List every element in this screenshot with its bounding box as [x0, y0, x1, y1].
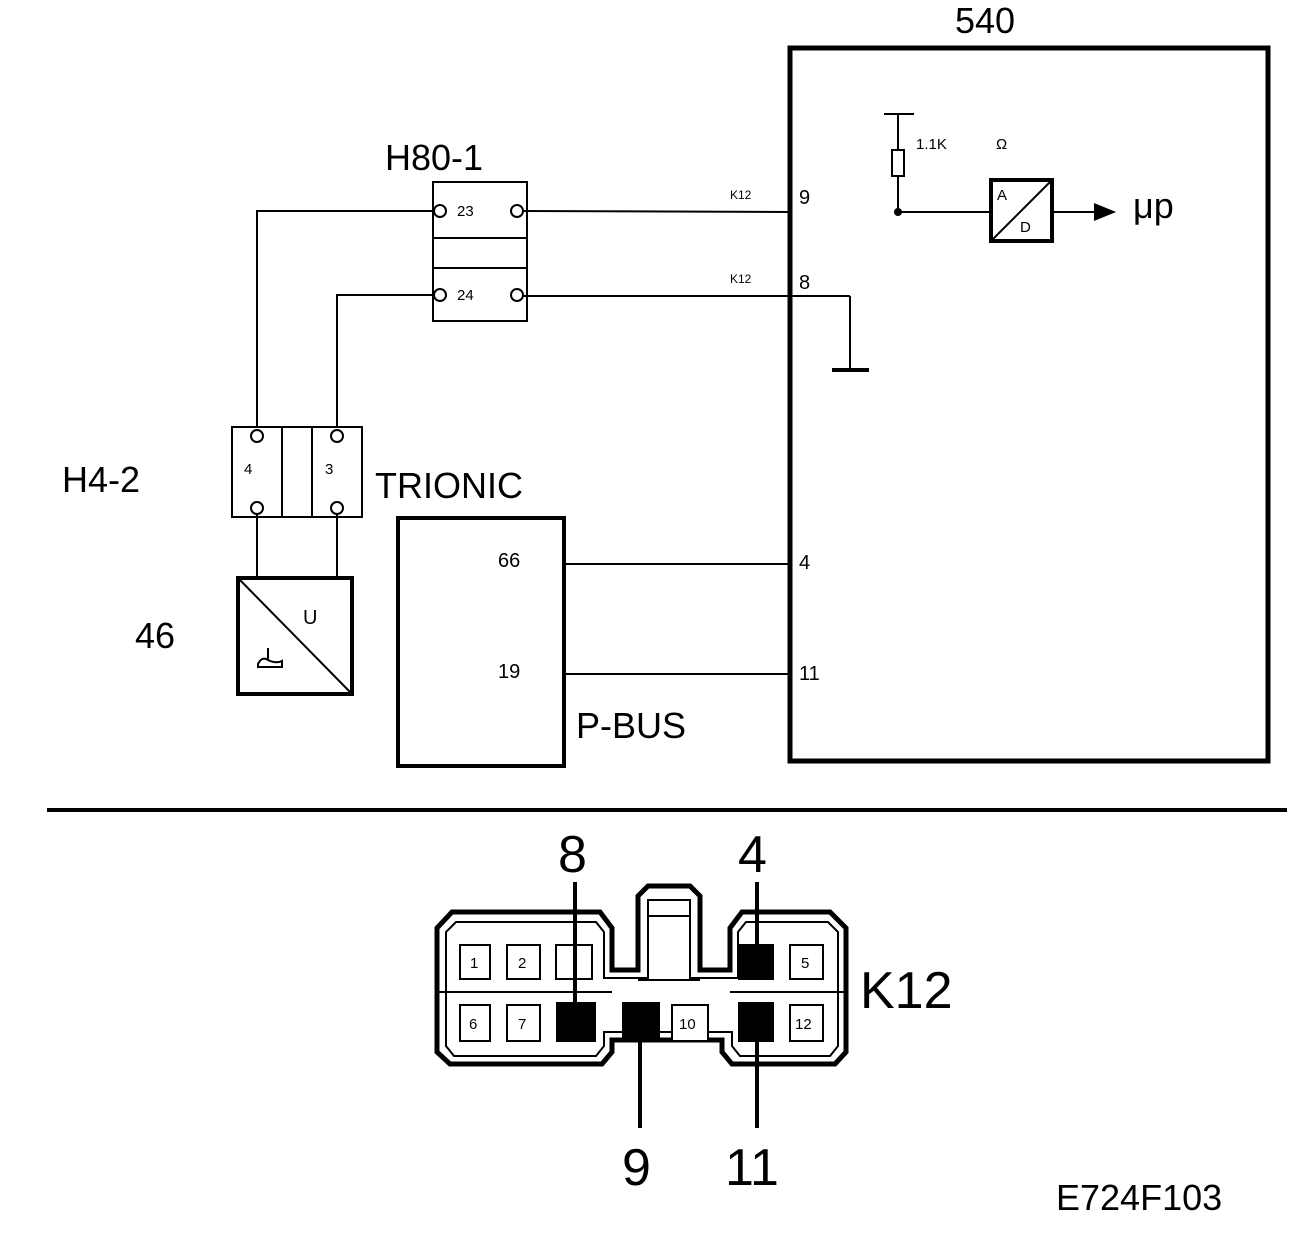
- k12-cavity-12-label: 12: [795, 1016, 812, 1033]
- trionic-ecu: [396, 516, 566, 768]
- h4-connector-label: H4-2: [62, 459, 140, 500]
- k12-cavity-4: [738, 944, 774, 980]
- wire-h80-23-ecu-9: [522, 210, 791, 213]
- k12-cavity-10-label: 10: [679, 1016, 696, 1033]
- h4-pin3-bottom: [330, 501, 344, 515]
- ecu-pin-9: 9: [799, 187, 810, 209]
- ohm-symbol: Ω: [996, 136, 1007, 153]
- h80-pin23-right: [510, 204, 524, 218]
- wire-label-k12-bottom: K12: [730, 272, 752, 286]
- h80-pin-24: 24: [457, 287, 474, 304]
- resistor-value: 1.1K: [916, 136, 947, 153]
- k12-cavity-5-label: 5: [801, 955, 809, 972]
- ecu-540-label: 540: [955, 0, 1015, 41]
- wire-h80-23-h4-4: [256, 210, 434, 430]
- callout-8: 8: [558, 826, 587, 884]
- k12-cavity-6: [459, 1004, 491, 1042]
- wire-h80-24-h4-3: [336, 294, 434, 430]
- h80-pin23-left: [433, 204, 447, 218]
- h4-pin4-top: [250, 429, 264, 443]
- h4-pin3-top: [330, 429, 344, 443]
- trionic-pin-66: 66: [498, 550, 520, 572]
- microprocessor-label: μp: [1133, 185, 1174, 226]
- h80-pin24-right: [510, 288, 524, 302]
- k12-cavity-7: [506, 1004, 541, 1042]
- sensor-46: [236, 576, 354, 696]
- k12-cavity-12: [789, 1004, 824, 1042]
- h80-pin-23: 23: [457, 203, 474, 220]
- adc-converter: [989, 178, 1054, 243]
- ecu-pin-8: 8: [799, 272, 810, 294]
- ecu-540-box: [787, 45, 1271, 764]
- adc-a-label: A: [997, 187, 1007, 204]
- k12-cavity-7-label: 7: [518, 1016, 526, 1033]
- k12-cavity-10: [671, 1004, 709, 1042]
- sensor-diagonal: [237, 577, 353, 695]
- k12-cavity-8: [556, 1002, 596, 1042]
- adc-diagonal: [990, 179, 1053, 242]
- signal-symbol-icon: [257, 648, 283, 668]
- wire-label-k12-top: K12: [730, 188, 752, 202]
- k12-cavity-11: [738, 1002, 774, 1042]
- resistor-1k1: [891, 149, 905, 177]
- h4-pin4-bottom: [250, 501, 264, 515]
- h80-pin24-left: [433, 288, 447, 302]
- adc-d-label: D: [1020, 219, 1031, 236]
- callout-4: 4: [738, 826, 767, 884]
- pbus-label: P-BUS: [576, 705, 686, 746]
- figure-code: E724F103: [1056, 1177, 1222, 1218]
- k12-cavity-2-label: 2: [518, 955, 526, 972]
- trionic-label: TRIONIC: [375, 465, 523, 506]
- sensor-u-label: U: [303, 607, 317, 629]
- k12-cavity-1: [459, 944, 491, 980]
- h4-pin-4: 4: [244, 461, 252, 478]
- arrow-icon: [1094, 203, 1116, 221]
- sensor-46-label: 46: [135, 615, 175, 656]
- ecu-pin-11: 11: [799, 663, 820, 685]
- k12-cavity-5: [789, 944, 824, 980]
- k12-cavity-2: [506, 944, 541, 980]
- h4-pin-3: 3: [325, 461, 333, 478]
- k12-connector-label: K12: [860, 962, 953, 1020]
- callout-11: 11: [725, 1139, 779, 1197]
- h80-connector-label: H80-1: [385, 137, 483, 178]
- trionic-pin-19: 19: [498, 661, 520, 683]
- k12-connector: [434, 883, 849, 1067]
- k12-cavity-6-label: 6: [469, 1016, 477, 1033]
- k12-cavity-1-label: 1: [470, 955, 478, 972]
- callout-9: 9: [622, 1139, 651, 1197]
- k12-cavity-9: [622, 1002, 660, 1042]
- ecu-pin-4: 4: [799, 552, 810, 574]
